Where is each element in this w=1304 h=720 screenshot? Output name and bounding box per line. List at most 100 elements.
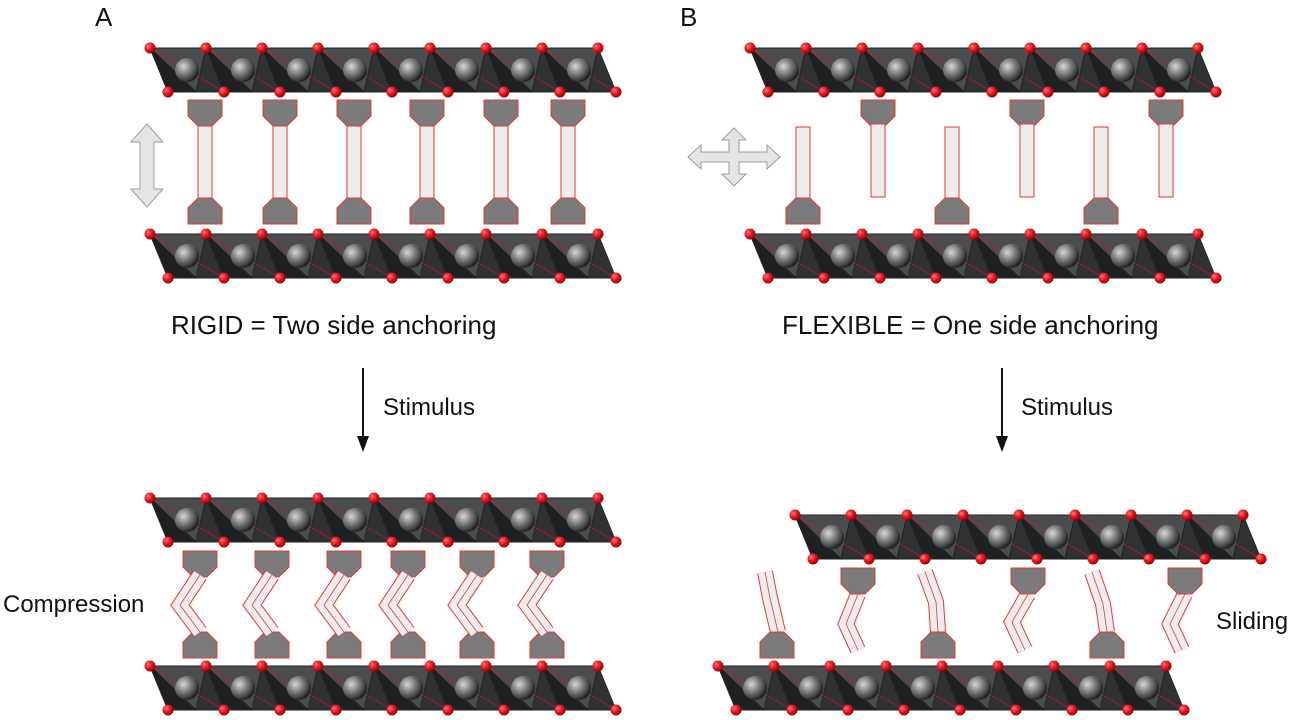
oxygen-atom <box>1192 42 1204 54</box>
metal-sphere <box>567 244 591 268</box>
oxygen-atom <box>1122 704 1134 716</box>
oxygen-atom <box>1048 660 1060 672</box>
oxygen-atom <box>744 228 756 240</box>
metal-sphere <box>567 58 591 82</box>
oxygen-atom <box>610 704 622 716</box>
metal-sphere <box>343 244 367 268</box>
oxygen-atom <box>330 536 342 548</box>
oxygen-atom <box>1031 553 1043 565</box>
metal-sphere <box>511 244 535 268</box>
oxygen-atom <box>218 536 230 548</box>
panel-a-bottom-layer <box>144 228 622 284</box>
rigid-linker <box>336 99 372 225</box>
oxygen-atom <box>330 86 342 98</box>
oxygen-atom <box>957 509 969 521</box>
oxygen-atom <box>930 86 942 98</box>
oxygen-atom <box>1181 509 1193 521</box>
oxygen-atom <box>386 86 398 98</box>
metal-sphere <box>343 508 367 532</box>
panel-b-caption: FLEXIBLE = One side anchoring <box>782 310 1159 340</box>
oxygen-atom <box>256 228 268 240</box>
oxygen-atom <box>312 492 324 504</box>
oxygen-atom <box>874 86 886 98</box>
metal-sphere <box>911 676 935 700</box>
metal-sphere <box>455 676 479 700</box>
oxygen-atom <box>610 536 622 548</box>
oxygen-atom <box>162 86 174 98</box>
metal-sphere <box>567 508 591 532</box>
metal-sphere <box>1156 525 1180 549</box>
metal-sphere <box>1135 676 1159 700</box>
metal-sphere <box>775 58 799 82</box>
oxygen-atom <box>312 228 324 240</box>
oxygen-atom <box>818 86 830 98</box>
oxygen-atom <box>880 660 892 672</box>
metal-sphere <box>1055 244 1079 268</box>
oxygen-atom <box>536 660 548 672</box>
metal-sphere <box>175 244 199 268</box>
oxygen-atom <box>845 509 857 521</box>
down-arrow-icon <box>357 368 369 452</box>
oxygen-atom <box>930 272 942 284</box>
metal-sphere <box>287 508 311 532</box>
metal-sphere <box>1023 676 1047 700</box>
rigid-linker <box>262 99 298 225</box>
oxygen-atom <box>256 42 268 54</box>
oxygen-atom <box>1010 704 1022 716</box>
rigid-linker <box>187 99 223 225</box>
oxygen-atom <box>312 660 324 672</box>
oxygen-atom <box>1098 86 1110 98</box>
double-headed-vertical-arrow-icon <box>129 123 165 208</box>
oxygen-atom <box>1178 704 1190 716</box>
rigid-linker <box>550 99 586 225</box>
oxygen-atom <box>368 42 380 54</box>
oxygen-atom <box>498 704 510 716</box>
oxygen-atom <box>1255 553 1267 565</box>
panel-b-top-layer <box>744 42 1222 98</box>
oxygen-atom <box>901 509 913 521</box>
oxygen-atom <box>1066 704 1078 716</box>
oxygen-atom <box>274 272 286 284</box>
metal-sphere <box>231 244 255 268</box>
oxygen-atom <box>610 272 622 284</box>
metal-sphere <box>231 508 255 532</box>
oxygen-atom <box>442 86 454 98</box>
oxygen-atom <box>1199 553 1211 565</box>
compression-label: Compression <box>3 591 145 618</box>
sliding-linker <box>917 569 956 659</box>
oxygen-atom <box>218 272 230 284</box>
panel-b-letter: B <box>680 2 698 32</box>
oxygen-atom <box>592 492 604 504</box>
oxygen-atom <box>863 553 875 565</box>
oxygen-atom <box>1024 42 1036 54</box>
oxygen-atom <box>218 86 230 98</box>
metal-sphere <box>1167 244 1191 268</box>
oxygen-atom <box>874 272 886 284</box>
oxygen-atom <box>1069 509 1081 521</box>
oxygen-atom <box>1080 228 1092 240</box>
metal-sphere <box>399 676 423 700</box>
panel-a-letter: A <box>95 2 113 32</box>
oxygen-atom <box>1104 660 1116 672</box>
oxygen-atom <box>856 228 868 240</box>
oxygen-atom <box>442 704 454 716</box>
flexible-linker <box>860 99 896 198</box>
compressed-linker <box>170 550 218 659</box>
oxygen-atom <box>256 660 268 672</box>
oxygen-atom <box>274 536 286 548</box>
oxygen-atom <box>554 704 566 716</box>
sliding-linker <box>837 567 876 654</box>
panel-b-slid-top-layer <box>789 509 1267 565</box>
metal-sphere <box>287 58 311 82</box>
metal-sphere <box>831 244 855 268</box>
panel-a-top-layer <box>144 42 622 98</box>
four-way-arrow-icon <box>687 127 781 187</box>
metal-sphere <box>511 58 535 82</box>
oxygen-atom <box>975 553 987 565</box>
oxygen-atom <box>498 272 510 284</box>
rigid-linker <box>409 99 445 225</box>
oxygen-atom <box>424 660 436 672</box>
oxygen-atom <box>442 536 454 548</box>
oxygen-atom <box>1154 272 1166 284</box>
flexible-linker <box>934 126 970 225</box>
